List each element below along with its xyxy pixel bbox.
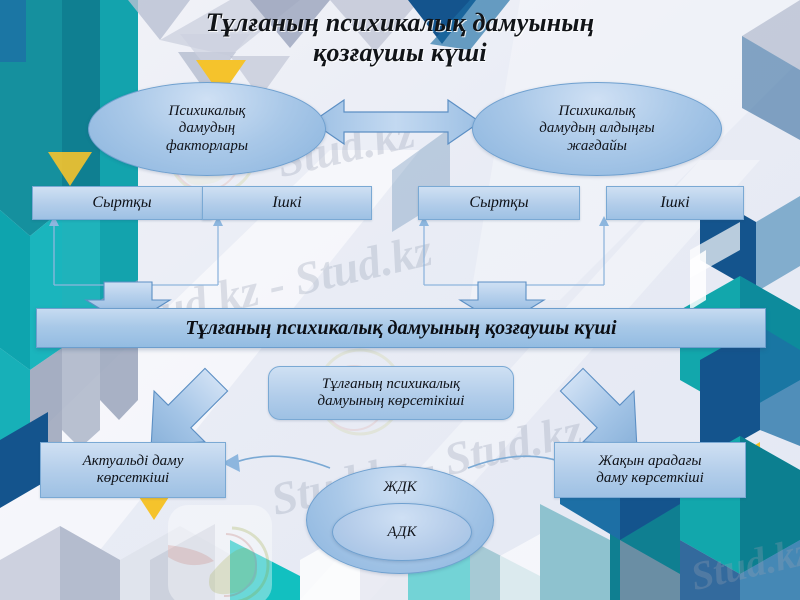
ellipse-prior-line-2: дамудың алдыңғы bbox=[539, 120, 655, 137]
diagonal-arrow-right bbox=[559, 367, 638, 446]
box-internal-right-label: Ішкі bbox=[660, 194, 690, 211]
curved-arrow-right bbox=[467, 455, 563, 469]
box-internal-left[interactable]: Ішкі bbox=[202, 186, 372, 220]
box-external-right-label: Сыртқы bbox=[469, 194, 529, 211]
arrowhead-left-b bbox=[213, 216, 223, 226]
box-proximal-development[interactable]: Жақын арадағы даму көрсеткіші bbox=[554, 442, 746, 498]
box-external-left-label: Сыртқы bbox=[92, 194, 152, 211]
actual-line-2: көрсеткіші bbox=[96, 470, 170, 486]
actual-line-1: Актуальді даму bbox=[82, 452, 184, 469]
arrowhead-right-b bbox=[599, 216, 609, 226]
arrowhead-right-a bbox=[419, 216, 429, 226]
ellipse-factors-line-3: факторлары bbox=[165, 137, 249, 154]
slide-title-line-2: қозғаушы күші bbox=[313, 38, 487, 68]
slide-title: Тұлғаның психикалық дамуының қозғаушы кү… bbox=[120, 8, 680, 68]
arrowhead-left-a bbox=[49, 216, 59, 226]
hummingbird-watermark bbox=[168, 505, 272, 600]
bidirectional-arrow bbox=[310, 98, 482, 146]
slide-title-line-1: Тұлғаның психикалық дамуының bbox=[205, 8, 595, 37]
node-ellipse-prior-state[interactable]: Психикалық дамудың алдыңғы жағдайы bbox=[472, 82, 722, 176]
ellipse-prior-line-3: жағдайы bbox=[567, 137, 627, 154]
curved-arrow-left bbox=[235, 455, 331, 469]
circle-inner-label: АДК bbox=[387, 523, 417, 540]
banner-driving-force[interactable]: Тұлғаның психикалық дамуының қозғаушы кү… bbox=[36, 308, 766, 348]
circle-zone-actual[interactable]: АДК bbox=[332, 503, 472, 561]
banner-label: Тұлғаның психикалық дамуының қозғаушы кү… bbox=[185, 316, 617, 339]
indicator-line-1: Тұлғаның психикалық bbox=[321, 375, 461, 392]
circle-outer-label: ЖДК bbox=[383, 479, 417, 495]
box-external-right[interactable]: Сыртқы bbox=[418, 186, 580, 220]
box-internal-left-label: Ішкі bbox=[272, 194, 302, 211]
ellipse-factors-line-1: Психикалық bbox=[168, 102, 246, 119]
decor-top-center bbox=[180, 0, 510, 232]
box-development-indicator[interactable]: Тұлғаның психикалық дамуының көрсетікіші bbox=[268, 366, 514, 420]
node-ellipse-factors[interactable]: Психикалық дамудың факторлары bbox=[88, 82, 326, 176]
proximal-line-2: даму көрсеткіші bbox=[596, 470, 704, 486]
ellipse-factors-line-2: дамудың bbox=[178, 120, 236, 137]
box-internal-right[interactable]: Ішкі bbox=[606, 186, 744, 220]
box-external-left[interactable]: Сыртқы bbox=[32, 186, 212, 220]
ellipse-prior-line-1: Психикалық bbox=[558, 102, 636, 119]
box-actual-development[interactable]: Актуальді даму көрсеткіші bbox=[40, 442, 226, 498]
proximal-line-1: Жақын арадағы bbox=[598, 452, 702, 469]
curved-arrowhead-left bbox=[222, 454, 240, 472]
connector-right-group bbox=[423, 222, 605, 286]
indicator-line-2: дамуының көрсетікіші bbox=[317, 393, 465, 409]
connector-left-group bbox=[53, 222, 219, 286]
